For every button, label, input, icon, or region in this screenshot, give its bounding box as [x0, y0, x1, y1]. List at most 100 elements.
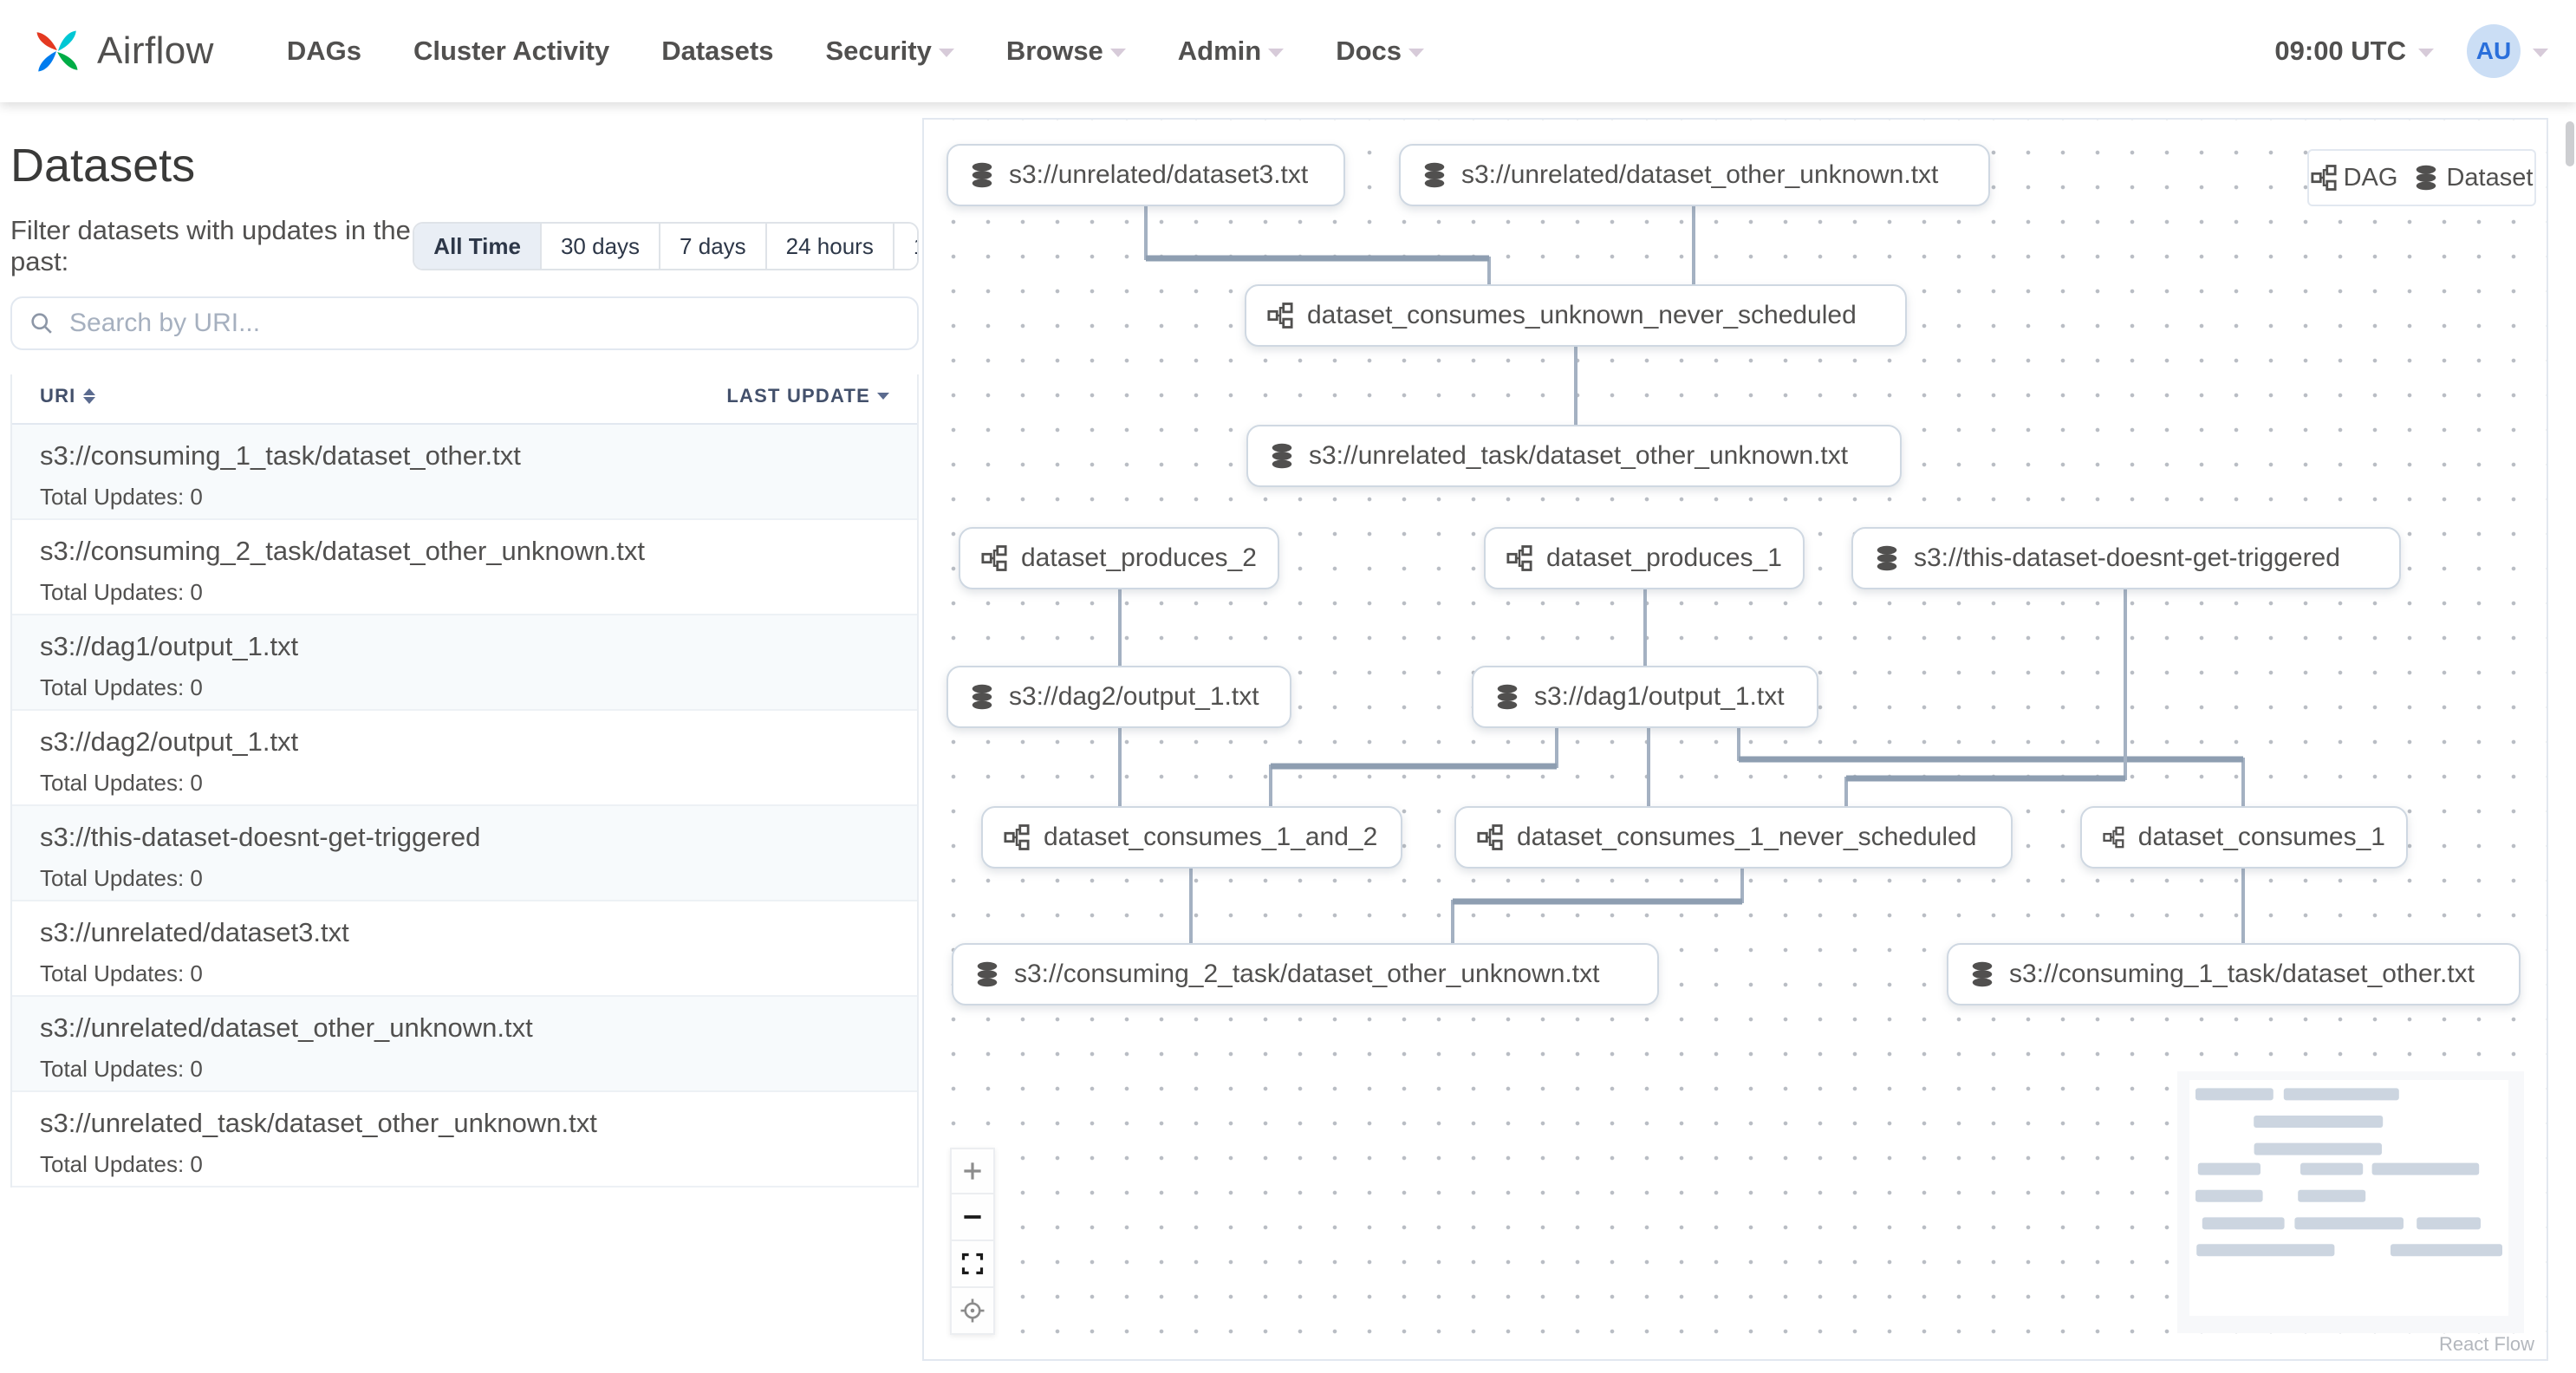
airflow-pinwheel-icon	[36, 30, 78, 72]
dag-icon	[1004, 824, 1030, 850]
nav-item-dags[interactable]: DAGs	[287, 36, 361, 67]
dag-icon	[2311, 165, 2337, 191]
airflow-logo[interactable]: Airflow	[28, 22, 214, 81]
graph-node-ds-unrelated-task-dataset-other-unknown[interactable]: s3://unrelated_task/dataset_other_unknow…	[1246, 425, 1902, 487]
graph-node-dag-consumes-1-and-2[interactable]: dataset_consumes_1_and_2	[981, 806, 1402, 869]
graph-node-dag-consumes-1-never-scheduled[interactable]: dataset_consumes_1_never_scheduled	[1454, 806, 2013, 869]
dataset-icon	[972, 162, 992, 188]
filter-label: Filter datasets with updates in the past…	[10, 215, 411, 277]
zoom-out-button[interactable]	[950, 1194, 995, 1241]
fit-view-button[interactable]	[950, 1241, 995, 1288]
graph-node-ds-consuming-1-task[interactable]: s3://consuming_1_task/dataset_other.txt	[1947, 943, 2521, 1005]
filter-button-30-days[interactable]: 30 days	[539, 224, 660, 269]
nav-item-label: Datasets	[661, 36, 774, 66]
dataset-uri[interactable]: s3://unrelated/dataset_other_unknown.txt	[40, 1012, 533, 1043]
filter-button-24-hours[interactable]: 24 hours	[764, 224, 893, 269]
graph-node-ds-unrelated-dataset3[interactable]: s3://unrelated/dataset3.txt	[946, 144, 1345, 206]
graph-node-dag-consumes-1[interactable]: dataset_consumes_1	[2080, 806, 2408, 869]
target-icon	[960, 1298, 985, 1323]
filter-row: Filter datasets with updates in the past…	[10, 215, 922, 277]
graph-node-ds-unrelated-dataset-other-unknown[interactable]: s3://unrelated/dataset_other_unknown.txt	[1399, 144, 1990, 206]
column-header-uri[interactable]: URI	[40, 385, 95, 407]
table-row[interactable]: s3://unrelated/dataset_other_unknown.txt…	[12, 997, 917, 1092]
node-label: s3://dag1/output_1.txt	[1534, 682, 1785, 711]
dataset-dependency-graph[interactable]: s3://unrelated/dataset3.txt s3://unrelate…	[922, 118, 2548, 1361]
graph-node-ds-doesnt-get-triggered[interactable]: s3://this-dataset-doesnt-get-triggered	[1851, 527, 2401, 589]
graph-minimap[interactable]	[2177, 1071, 2524, 1333]
graph-legend: DAG Dataset	[2307, 149, 2536, 206]
nav-item-browse[interactable]: Browse	[1006, 36, 1126, 67]
graph-node-dag-consumes-unknown-never-scheduled[interactable]: dataset_consumes_unknown_never_scheduled	[1245, 284, 1907, 347]
table-row[interactable]: s3://unrelated_task/dataset_other_unknow…	[12, 1092, 917, 1188]
nav-item-docs[interactable]: Docs	[1336, 36, 1425, 67]
node-label: s3://this-dataset-doesnt-get-triggered	[1914, 543, 2340, 572]
graph-node-ds-dag1-output[interactable]: s3://dag1/output_1.txt	[1472, 666, 1818, 728]
dataset-icon	[977, 961, 998, 987]
nav-item-label: Admin	[1177, 36, 1262, 66]
dataset-uri[interactable]: s3://this-dataset-doesnt-get-triggered	[40, 822, 481, 852]
nav-menu: DAGs Cluster Activity Datasets Security Brow…	[287, 36, 1425, 67]
graph-node-dag-produces-2[interactable]: dataset_produces_2	[959, 527, 1279, 589]
dataset-total-updates: Total Updates: 0	[40, 865, 203, 891]
node-label: dataset_consumes_unknown_never_scheduled	[1307, 301, 1857, 329]
zoom-in-button[interactable]	[950, 1148, 995, 1194]
dataset-uri[interactable]: s3://consuming_2_task/dataset_other_unkn…	[40, 536, 645, 566]
nav-item-label: DAGs	[286, 36, 361, 66]
filter-button-1-hour[interactable]: 1 hour	[892, 224, 918, 269]
node-label: dataset_produces_1	[1546, 543, 1782, 572]
filter-button-all-time[interactable]: All Time	[414, 224, 540, 269]
chevron-down-icon	[2418, 49, 2434, 57]
table-header: URI LAST UPDATE	[12, 374, 917, 425]
graph-node-dag-produces-1[interactable]: dataset_produces_1	[1484, 527, 1805, 589]
column-header-last-update[interactable]: LAST UPDATE	[726, 385, 889, 407]
search-box	[10, 296, 919, 350]
graph-edge	[1144, 206, 1491, 284]
dataset-uri[interactable]: s3://dag2/output_1.txt	[40, 726, 299, 757]
node-label: dataset_consumes_1_and_2	[1044, 823, 1378, 851]
minimap-viewport	[2189, 1080, 2508, 1316]
nav-item-admin[interactable]: Admin	[1177, 36, 1285, 67]
node-label: s3://unrelated/dataset_other_unknown.txt	[1461, 160, 1939, 189]
dag-icon	[2103, 826, 2124, 849]
chevron-down-icon	[1109, 49, 1126, 57]
sort-desc-icon	[877, 393, 889, 400]
node-label: s3://consuming_2_task/dataset_other_unkn…	[1014, 960, 1600, 988]
dataset-uri[interactable]: s3://dag1/output_1.txt	[40, 631, 299, 661]
dag-icon	[1267, 303, 1293, 329]
clock-label: 09:00 UTC	[2274, 36, 2406, 66]
dataset-icon	[1272, 443, 1292, 469]
avatar[interactable]: AU	[2467, 24, 2521, 78]
dataset-uri[interactable]: s3://unrelated_task/dataset_other_unknow…	[40, 1108, 597, 1138]
timezone-selector[interactable]: 09:00 UTC	[2274, 36, 2434, 67]
nav-item-security[interactable]: Security	[825, 36, 954, 67]
graph-node-ds-consuming-2-task[interactable]: s3://consuming_2_task/dataset_other_unkn…	[952, 943, 1659, 1005]
minus-icon	[964, 1215, 981, 1219]
search-input[interactable]	[69, 309, 900, 338]
graph-edge	[1737, 728, 2245, 806]
user-menu[interactable]: AU	[2467, 24, 2548, 78]
nav-item-label: Docs	[1336, 36, 1402, 66]
graph-node-ds-dag2-output[interactable]: s3://dag2/output_1.txt	[946, 666, 1291, 728]
node-label: s3://consuming_1_task/dataset_other.txt	[2009, 960, 2475, 988]
dataset-uri[interactable]: s3://unrelated/dataset3.txt	[40, 917, 349, 947]
dataset-icon	[1877, 545, 1897, 571]
dataset-total-updates: Total Updates: 0	[40, 674, 203, 700]
node-label: dataset_consumes_1	[2137, 823, 2385, 851]
nav-item-datasets[interactable]: Datasets	[661, 36, 773, 67]
node-label: s3://unrelated/dataset3.txt	[1009, 160, 1309, 189]
page-scrollbar[interactable]	[2566, 121, 2574, 166]
filter-button-7-days[interactable]: 7 days	[659, 224, 765, 269]
graph-edge	[1269, 728, 1558, 806]
dataset-icon	[1424, 162, 1445, 188]
nav-item-cluster-activity[interactable]: Cluster Activity	[413, 36, 609, 67]
focus-selection-button[interactable]	[950, 1288, 995, 1335]
dataset-uri[interactable]: s3://consuming_1_task/dataset_other.txt	[40, 440, 521, 471]
table-row[interactable]: s3://consuming_2_task/dataset_other_unkn…	[12, 520, 917, 615]
